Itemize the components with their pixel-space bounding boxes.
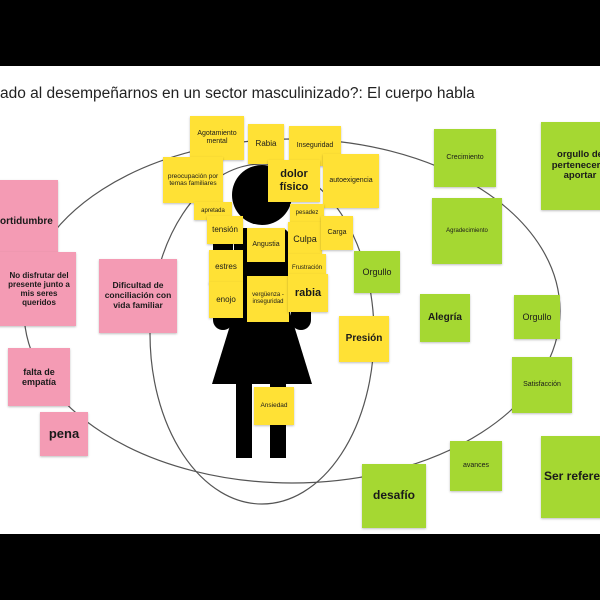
note-pena[interactable]: pena	[40, 412, 88, 456]
note-incertidumbre[interactable]: ortidumbre	[0, 180, 58, 264]
note-verguenza[interactable]: vergüenza - inseguridad	[247, 276, 289, 322]
note-dolor-fisico[interactable]: dolor físico	[268, 160, 320, 202]
note-estres[interactable]: estres	[209, 250, 243, 284]
note-carga[interactable]: Carga	[321, 216, 353, 250]
note-enojo[interactable]: enojo	[209, 282, 243, 318]
figure-left-leg	[236, 384, 252, 458]
note-avances[interactable]: avances	[450, 441, 502, 491]
figure-skirt	[212, 306, 312, 384]
note-pesadez[interactable]: pesadez	[290, 204, 324, 222]
note-ansiedad[interactable]: Ansiedad	[254, 387, 294, 425]
note-ser-referente[interactable]: Ser referente	[541, 436, 600, 518]
note-satisfaccion[interactable]: Satisfacción	[512, 357, 572, 413]
note-orgullo-2[interactable]: Orgullo	[514, 295, 560, 339]
note-dificultad-conciliacion[interactable]: Dificultad de conciliación con vida fami…	[99, 259, 177, 333]
note-orgullo-1[interactable]: Orgullo	[354, 251, 400, 293]
note-falta-empatia[interactable]: falta de empatía	[8, 348, 70, 406]
note-agradecimiento[interactable]: Agradecimiento	[432, 198, 502, 264]
note-rabia-small[interactable]: Rabia	[248, 124, 284, 164]
note-preocupacion[interactable]: preocupación por temas familiares	[163, 157, 223, 203]
note-desafio[interactable]: desafío	[362, 464, 426, 528]
note-agotamiento[interactable]: Agotamiento mental	[190, 116, 244, 160]
slide-title: ado al desempeñarnos en un sector mascul…	[0, 85, 475, 102]
note-no-disfrutar[interactable]: No disfrutar del presente junto a mis se…	[0, 252, 76, 326]
note-culpa[interactable]: Culpa	[288, 222, 322, 256]
note-tension[interactable]: tensión	[207, 216, 243, 244]
note-apretada[interactable]: apretada	[194, 202, 232, 220]
note-rabia-big[interactable]: rabia	[288, 274, 328, 312]
note-alegria[interactable]: Alegría	[420, 294, 470, 342]
slide: ado al desempeñarnos en un sector mascul…	[0, 66, 600, 534]
note-autoexigencia[interactable]: autoexigencia	[323, 154, 379, 208]
note-angustia[interactable]: Angustia	[247, 228, 285, 262]
note-presion[interactable]: Presión	[339, 316, 389, 362]
note-orgullo-pertenecer[interactable]: orgullo de pertenecer y aportar	[541, 122, 600, 210]
note-crecimiento[interactable]: Crecimiento	[434, 129, 496, 187]
